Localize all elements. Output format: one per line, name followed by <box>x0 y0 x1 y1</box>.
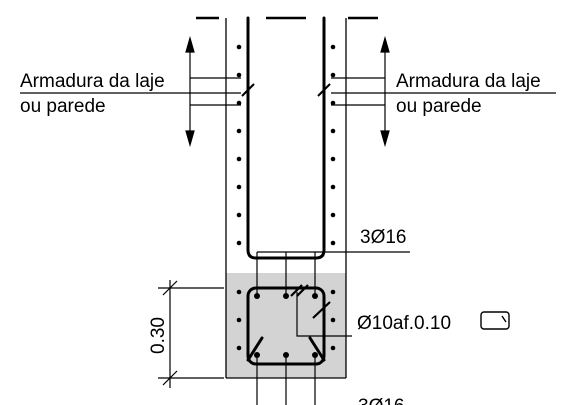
rebar-dots <box>236 44 336 358</box>
slab-label-right-line1: Armadura da laje <box>396 71 541 92</box>
top-bars-leader <box>256 251 410 296</box>
slab-rebar-breaks <box>241 83 331 97</box>
slab-label-right-line2: ou parede <box>396 96 482 117</box>
slab-arrows <box>185 35 390 148</box>
top-bars-ticks <box>290 284 331 319</box>
slab-leaders <box>20 77 556 106</box>
dimension-label: 0.30 <box>148 317 169 354</box>
bottom-bars-label: 3Ø16 <box>358 396 404 405</box>
stirrup-leader <box>296 292 352 337</box>
top-bars-label: 3Ø16 <box>360 227 406 248</box>
bottom-bars-leader <box>256 355 316 405</box>
u-bars <box>246 16 326 260</box>
slab-label-left-line1: Armadura da laje <box>20 71 165 92</box>
stirrup-label: Ø10af.0.10 <box>357 313 451 334</box>
dimension-line <box>158 280 224 388</box>
slab-label-left-line2: ou parede <box>20 96 106 117</box>
stirrup-shape-icon <box>480 311 510 330</box>
